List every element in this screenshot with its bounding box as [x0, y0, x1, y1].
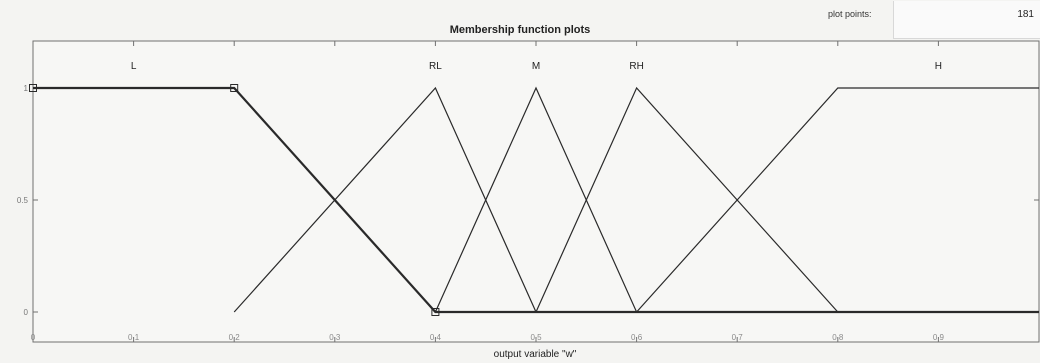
mf-label-h: H: [935, 61, 942, 72]
x-tick-label: 0.5: [530, 333, 542, 342]
y-tick-label: 1: [24, 84, 29, 93]
x-tick-label: 0.6: [631, 333, 643, 342]
mf-label-l: L: [131, 61, 137, 72]
y-tick-label: 0: [24, 308, 29, 317]
vertex-handle: [431, 308, 440, 316]
mf-line-h: [636, 87, 1039, 313]
vertex-handle: [29, 84, 37, 92]
x-tick-label: 0.9: [933, 333, 945, 342]
x-axis-label: output variable "w": [493, 349, 577, 360]
mf-label-rh: RH: [629, 61, 643, 72]
chart-title: Membership function plots: [449, 24, 591, 36]
x-tick-label: 0.3: [329, 333, 341, 342]
x-tick-label: 0: [31, 333, 36, 342]
plot-points-field[interactable]: 181: [893, 1, 1040, 39]
vertex-handle: [230, 84, 239, 92]
plot-frame: [32, 40, 1040, 343]
plot-points-label: plot points:: [828, 9, 872, 19]
mf-line-m: [434, 86, 638, 313]
mf-line-rh: [535, 86, 839, 313]
x-tick-label: 0.8: [832, 333, 844, 342]
x-tick-label: 0.4: [430, 333, 442, 342]
mf-label-m: M: [532, 61, 540, 72]
plot-points-value: 181: [1017, 9, 1034, 20]
x-tick-label: 0.7: [732, 333, 744, 342]
x-tick-label: 0.1: [128, 333, 140, 342]
mf-line-rl: [233, 86, 537, 313]
x-tick-label: 0.2: [229, 333, 241, 342]
mf-label-rl: RL: [429, 61, 442, 72]
y-tick-label: 0.5: [17, 196, 29, 205]
